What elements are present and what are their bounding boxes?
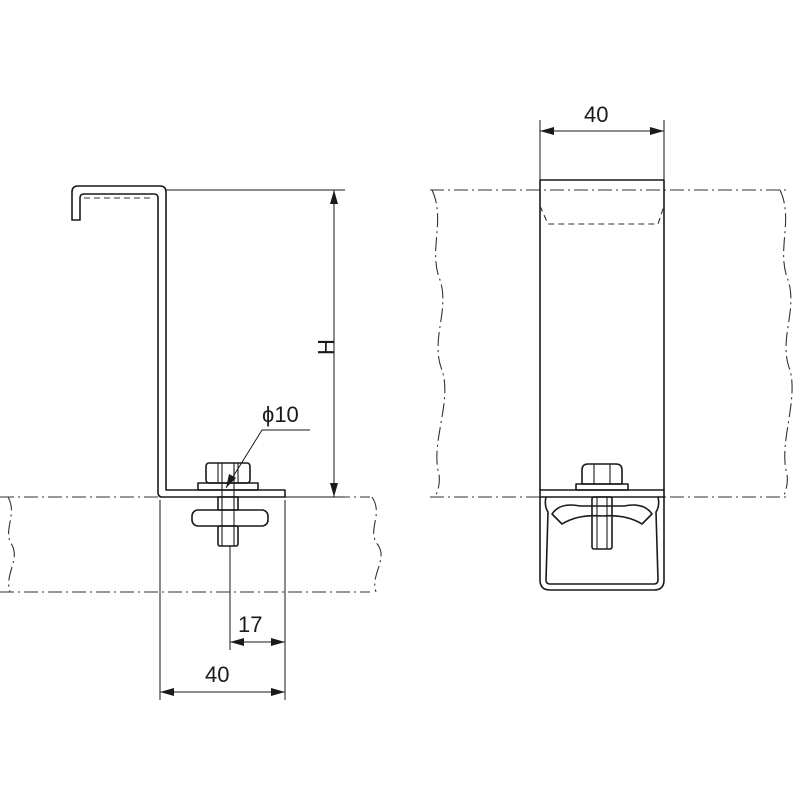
front-panel-wavy-left — [431, 189, 446, 498]
front-view: 40 — [430, 102, 793, 591]
side-beam-wavy-right — [371, 496, 382, 593]
base-width-label: 40 — [205, 662, 229, 687]
front-hook-hidden — [539, 205, 665, 225]
bolt-hex-head — [581, 463, 623, 485]
bolt-nut-plate — [191, 509, 269, 527]
bolt-diameter-label: ϕ10 — [262, 402, 299, 427]
bolt-side — [191, 462, 269, 547]
channel-inner — [544, 496, 660, 585]
bolt-offset-label: 17 — [238, 612, 262, 637]
side-beam-wavy-left — [7, 496, 15, 593]
bolt-front — [539, 463, 665, 591]
bolt-tail — [217, 525, 239, 547]
front-bracket-plate — [539, 179, 665, 498]
channel-clamp — [551, 504, 653, 525]
bracket-profile — [71, 185, 286, 498]
bolt-shank-front — [591, 496, 613, 550]
front-panel-wavy-right — [779, 189, 793, 498]
channel-outer — [539, 496, 665, 591]
top-width-label: 40 — [584, 102, 608, 127]
side-view: H ϕ10 17 40 — [0, 185, 382, 700]
height-dimension-label: H — [313, 339, 338, 355]
bolt-shank — [217, 496, 239, 511]
